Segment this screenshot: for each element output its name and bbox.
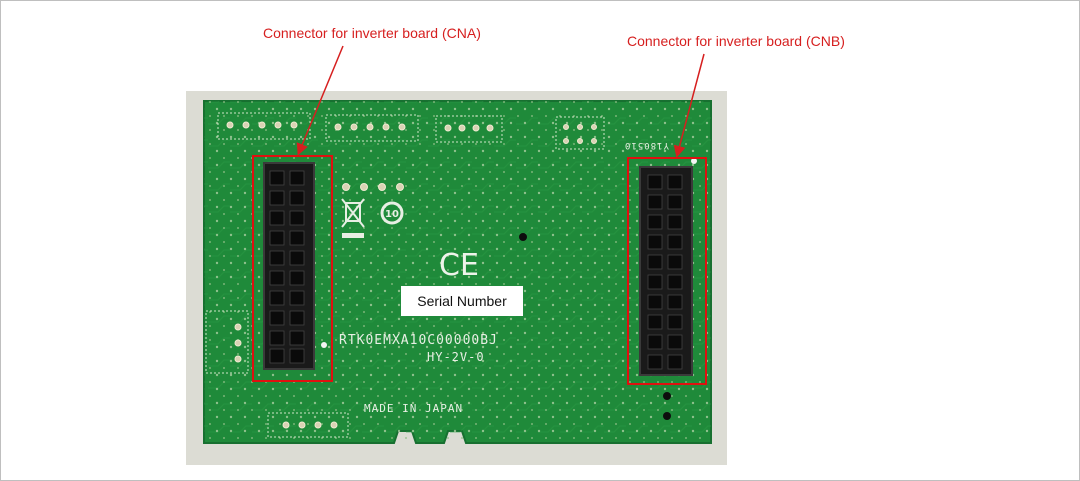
- cna-highlight-box: [252, 155, 333, 382]
- cnb-highlight-box: [627, 157, 707, 385]
- cnb-callout-label: Connector for inverter board (CNB): [627, 33, 845, 49]
- origin-silkscreen: MADE IN JAPAN: [364, 402, 464, 415]
- board-code-silkscreen: Y180510: [624, 140, 669, 150]
- pcb-board-image: 10 CE: [203, 100, 712, 444]
- pcb-photo: 10 CE: [186, 91, 727, 465]
- ce-mark: CE: [439, 248, 479, 283]
- weee-bin-icon: [341, 198, 365, 228]
- cna-callout-label: Connector for inverter board (CNA): [263, 25, 481, 41]
- revision-silkscreen: HY-2V-0: [427, 350, 485, 364]
- recycle-10-icon: [380, 201, 404, 225]
- svg-text:10: 10: [385, 209, 399, 220]
- serial-number-label: Serial Number: [401, 286, 523, 316]
- part-number-silkscreen: RTK0EMXA10C00000BJ: [339, 333, 498, 348]
